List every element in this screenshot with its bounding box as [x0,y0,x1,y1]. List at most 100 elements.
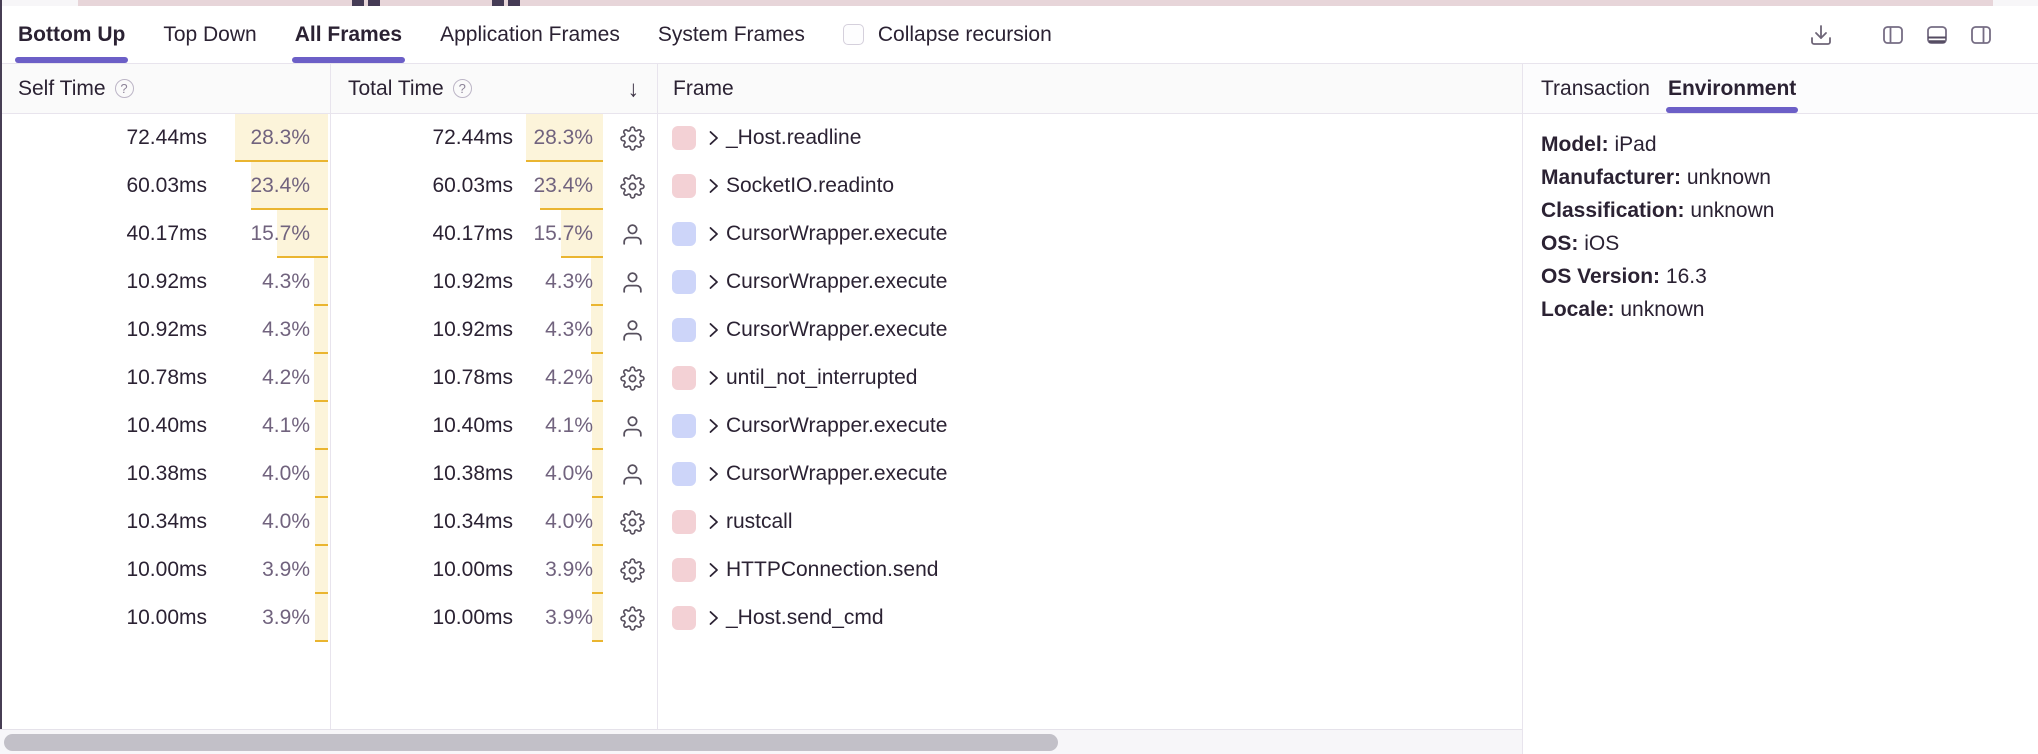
details-tab-environment[interactable]: Environment [1665,64,1799,113]
frame-cell[interactable]: HTTPConnection.send [657,546,1522,594]
total-time-column-header[interactable]: Total Time ? ↓ [330,64,657,113]
frame-color-swatch [672,366,696,390]
self-time-percent: 15.7% [250,222,310,245]
panel-resize-edge[interactable] [0,0,2,729]
total-weight-bar [591,306,603,354]
frame-cell[interactable]: _Host.readline [657,114,1522,162]
panel-right-icon[interactable] [1966,20,1996,50]
expand-chevron-icon[interactable] [709,370,719,386]
panel-bottom-icon[interactable] [1922,20,1952,50]
expand-chevron-icon[interactable] [709,274,719,290]
tab-system-frames[interactable]: System Frames [657,22,805,46]
frame-color-swatch [672,174,696,198]
frame-color-swatch [672,126,696,150]
details-panel-tabs: Transaction Environment [1523,64,2038,114]
expand-chevron-icon[interactable] [709,178,719,194]
frame-cell[interactable]: CursorWrapper.execute [657,210,1522,258]
flamegraph-minimap[interactable] [0,0,2038,6]
frame-cell[interactable]: rustcall [657,498,1522,546]
expand-chevron-icon[interactable] [709,562,719,578]
detail-label: OS Version: [1541,265,1661,288]
self-time-column-header[interactable]: Self Time ? [0,64,330,113]
expand-chevron-icon[interactable] [709,466,719,482]
gear-icon [618,364,646,392]
total-time-percent: 15.7% [533,222,593,245]
frame-color-swatch [672,510,696,534]
expand-chevron-icon[interactable] [709,610,719,626]
help-icon[interactable]: ? [452,79,472,98]
frame-name: CursorWrapper.execute [726,222,948,245]
self-time-header-label: Self Time [18,76,106,100]
self-time-value: 40.17ms [126,222,207,245]
total-time-percent: 4.3% [545,270,593,293]
total-time-percent: 3.9% [545,606,593,629]
self-weight-bar [276,210,328,258]
gear-icon [618,172,646,200]
self-time-percent: 3.9% [262,606,310,629]
column-divider[interactable] [657,64,658,729]
frame-cell[interactable]: _Host.send_cmd [657,594,1522,642]
download-icon[interactable] [1806,20,1836,50]
tab-application-frames[interactable]: Application Frames [440,22,620,46]
frame-name: CursorWrapper.execute [726,414,948,437]
total-time-value: 10.92ms [432,318,513,341]
self-weight-bar [314,498,328,546]
tab-top-down[interactable]: Top Down [163,22,257,46]
column-divider[interactable] [330,64,331,729]
expand-chevron-icon[interactable] [709,322,719,338]
horizontal-scrollbar[interactable] [0,729,1522,754]
details-tab-transaction[interactable]: Transaction [1541,76,1650,100]
total-weight-bar [592,594,603,642]
frame-cell[interactable]: CursorWrapper.execute [657,402,1522,450]
scrollbar-thumb[interactable] [4,734,1058,751]
tab-bottom-up[interactable]: Bottom Up [14,6,129,63]
expand-chevron-icon[interactable] [709,418,719,434]
panel-left-icon[interactable] [1878,20,1908,50]
sort-descending-icon[interactable]: ↓ [627,75,640,101]
total-weight-bar [591,354,603,402]
total-time-percent: 4.3% [545,318,593,341]
view-tabs: Bottom Up Top Down All Frames Application F… [14,6,805,63]
tab-all-frames[interactable]: All Frames [291,6,406,63]
frame-cell[interactable]: CursorWrapper.execute [657,450,1522,498]
collapse-recursion-checkbox[interactable] [842,24,864,45]
frame-color-swatch [672,270,696,294]
frame-color-swatch [672,558,696,582]
frame-column-header[interactable]: Frame [657,64,1522,113]
expand-chevron-icon[interactable] [709,514,719,530]
total-time-value: 60.03ms [432,174,513,197]
help-icon[interactable]: ? [114,79,134,98]
self-time-value: 10.92ms [126,318,207,341]
expand-chevron-icon[interactable] [709,130,719,146]
environment-detail-row: OS Version: 16.3 [1541,260,2020,293]
frame-cell[interactable]: CursorWrapper.execute [657,258,1522,306]
expand-chevron-icon[interactable] [709,226,719,242]
self-time-cell: 40.17ms 15.7% [0,210,330,258]
collapse-recursion-toggle[interactable]: Collapse recursion [842,23,1052,47]
minimap-mark [352,0,364,6]
frame-cell[interactable]: until_not_interrupted [657,354,1522,402]
self-time-value: 10.00ms [126,558,207,581]
frame-cell[interactable]: SocketIO.readinto [657,162,1522,210]
frame-cell[interactable]: CursorWrapper.execute [657,306,1522,354]
self-time-value: 10.38ms [126,462,207,485]
self-time-value: 72.44ms [126,126,207,149]
user-icon [618,412,646,440]
